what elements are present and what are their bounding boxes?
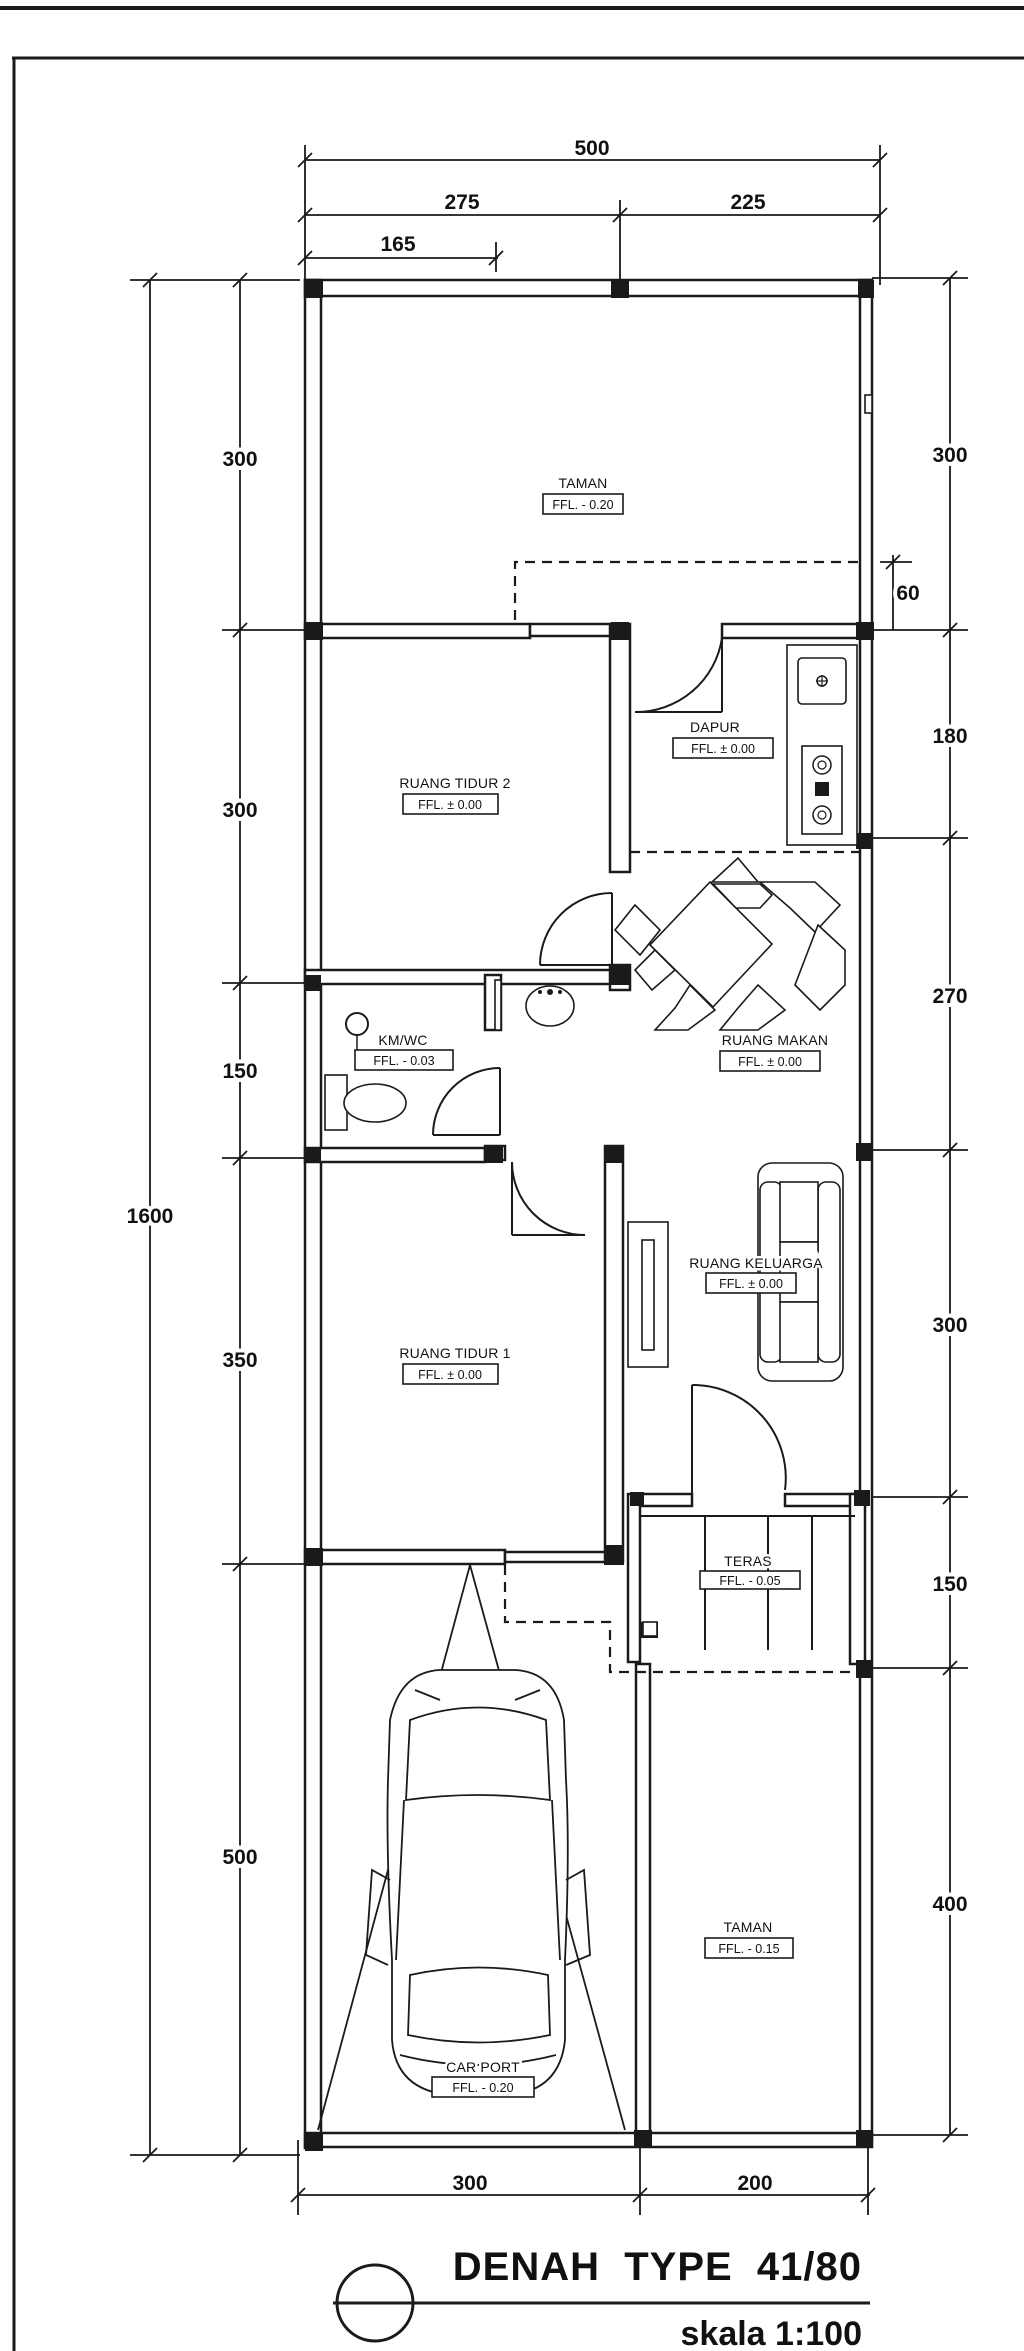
dim-left-1: 300 (222, 799, 257, 822)
dining-table-icon (613, 856, 846, 1031)
dim-right-5: 150 (932, 1573, 967, 1596)
room-ffl-taman-back: FFL. - 0.20 (552, 498, 613, 512)
sofa-icon (757, 1162, 844, 1382)
sheet-frame (0, 6, 1024, 2351)
room-labels: TAMAN FFL. - 0.20 RUANG TIDUR 2 FFL. ± 0… (354, 475, 828, 2098)
dim-left-0: 300 (222, 448, 257, 471)
furniture (324, 644, 858, 1650)
room-name-taman-front: TAMAN (724, 1919, 773, 1935)
room-name-tidur2: RUANG TIDUR 2 (399, 775, 510, 791)
drawing-title: DENAH TYPE 41/80 (453, 2245, 862, 2289)
wall-bottom-outer (303, 2131, 874, 2149)
dim-left-2: 150 (222, 1060, 257, 1083)
dim-right-2: 180 (932, 725, 967, 748)
dim-left-total: 1600 (127, 1205, 174, 1228)
dim-bottom-0: 300 (452, 2172, 487, 2195)
dim-left-3: 350 (222, 1349, 257, 1372)
room-name-tidur1: RUANG TIDUR 1 (399, 1345, 510, 1361)
floor-drain-icon (345, 1012, 369, 1036)
room-name-makan: RUANG MAKAN (722, 1032, 828, 1048)
dim-top-total: 500 (574, 137, 609, 160)
dim-right-6: 400 (932, 1893, 967, 1916)
dashed-lines (503, 560, 865, 1674)
wall-right-outer (858, 278, 874, 2142)
room-ffl-taman-front: FFL. - 0.15 (718, 1942, 779, 1956)
room-name-keluarga: RUANG KELUARGA (689, 1255, 823, 1271)
room-ffl-keluarga: FFL. ± 0.00 (719, 1277, 783, 1291)
columns (305, 280, 874, 2151)
dim-right-0: 300 (932, 444, 967, 467)
dim-right-4: 300 (932, 1314, 967, 1337)
dim-top-right: 225 (730, 191, 765, 214)
room-ffl-makan: FFL. ± 0.00 (738, 1055, 802, 1069)
room-name-dapur: DAPUR (690, 719, 740, 735)
dimension-labels: 500 275 225 165 1600 300 300 150 350 500… (123, 137, 972, 2195)
dim-top-sub: 165 (380, 233, 415, 256)
title-block: DENAH TYPE 41/80 skala 1:100 (333, 2245, 870, 2351)
wall-left-outer (303, 278, 323, 2150)
room-ffl-tidur2: FFL. ± 0.00 (418, 798, 482, 812)
room-name-kmwc: KM/WC (378, 1032, 427, 1048)
room-ffl-teras: FFL. - 0.05 (719, 1574, 780, 1588)
room-ffl-tidur1: FFL. ± 0.00 (418, 1368, 482, 1382)
dim-left-4: 500 (222, 1846, 257, 1869)
wall-top-outer (303, 278, 874, 298)
dim-right-3: 270 (932, 985, 967, 1008)
drawing-scale: skala 1:100 (681, 2315, 863, 2351)
doors (432, 637, 787, 1500)
washbasin-icon (525, 985, 575, 1027)
dim-right-1: 60 (896, 582, 919, 605)
room-name-teras: TERAS (724, 1553, 772, 1569)
room-name-taman-back: TAMAN (559, 475, 608, 491)
room-ffl-carport: FFL. - 0.20 (452, 2081, 513, 2095)
car-icon (317, 1564, 626, 2131)
dim-top-left: 275 (444, 191, 479, 214)
dimension-lines (130, 145, 968, 2215)
toilet-icon (343, 1083, 407, 1123)
room-name-carport: CAR PORT (446, 2059, 520, 2075)
room-ffl-kmwc: FFL. - 0.03 (373, 1054, 434, 1068)
room-ffl-dapur: FFL. ± 0.00 (691, 742, 755, 756)
dim-bottom-1: 200 (737, 2172, 772, 2195)
